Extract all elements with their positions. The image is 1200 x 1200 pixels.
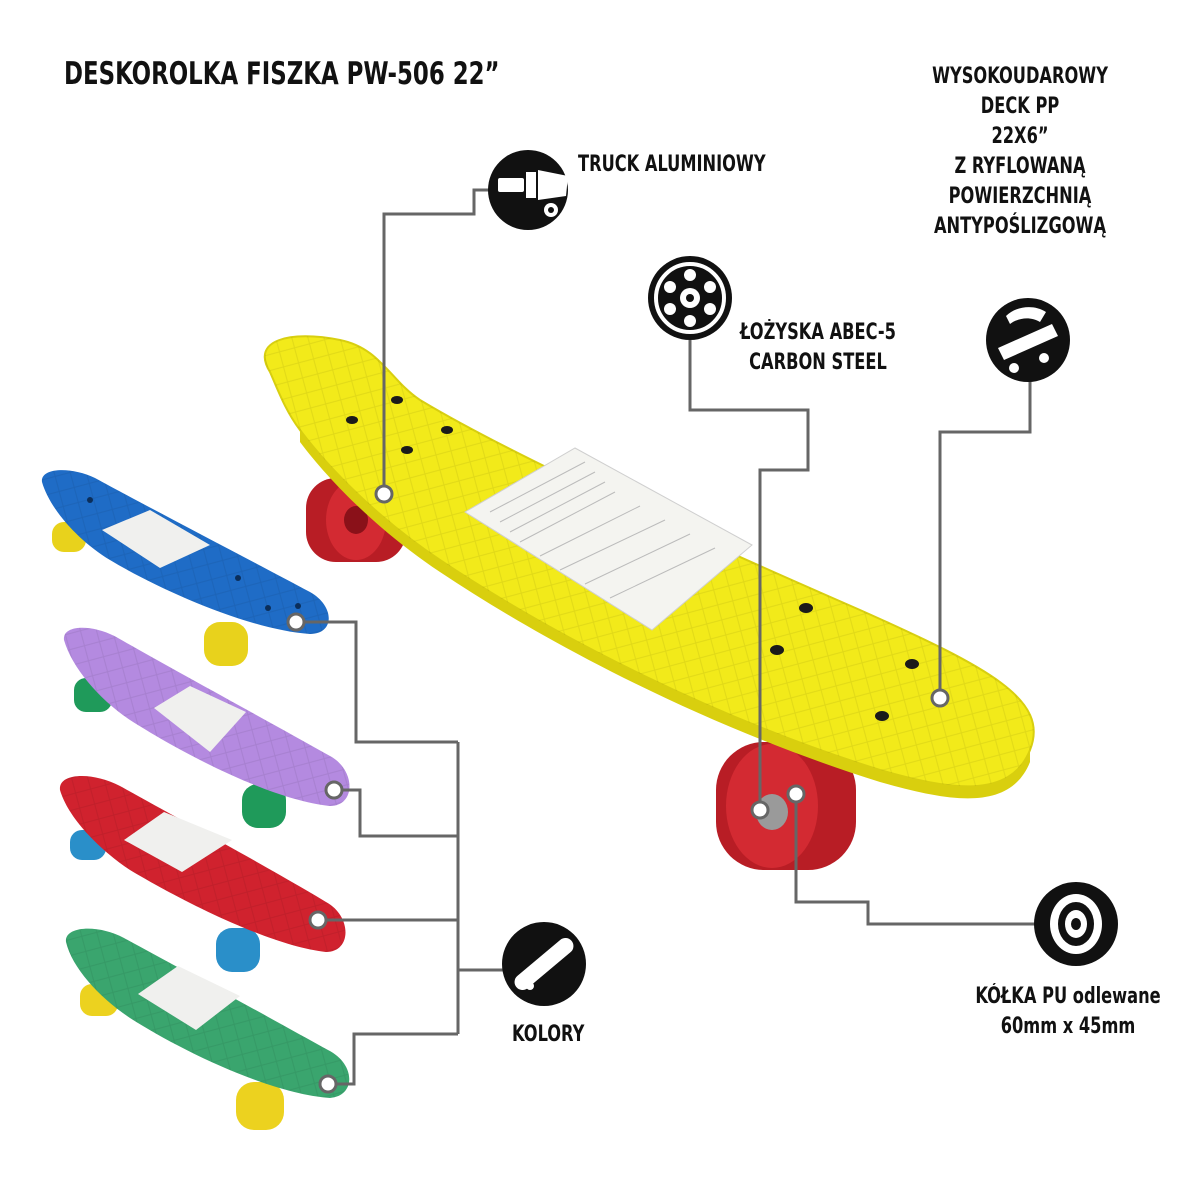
wheels-label-line: 60mm x 45mm [1000, 1014, 1136, 1039]
deck-icon [986, 298, 1070, 382]
bearings-label-line: ŁOŻYSKA ABEC-5 [740, 320, 896, 345]
truck-label: TRUCK ALUMINIOWY [578, 152, 766, 177]
deck-label-line: 22X6” [991, 124, 1049, 149]
deck-label: WYSOKOUDAROWY DECK PP 22X6” Z RYFLOWANĄ … [932, 62, 1108, 242]
main-skateboard [263, 335, 1035, 870]
variant-red [59, 775, 346, 972]
callout-lines [296, 188, 1038, 1086]
wheels-label-line: KÓŁKA PU odlewane [975, 984, 1161, 1009]
callout-dots [286, 484, 950, 1094]
product-title: DESKOROLKA FISZKA PW-506 22” [64, 56, 500, 92]
deck-label-line: Z RYFLOWANĄ [954, 154, 1086, 179]
colors-label: KOLORY [512, 1022, 585, 1047]
bearings-label-line: CARBON STEEL [749, 350, 887, 375]
variant-purple [63, 627, 350, 828]
deck-label-line: ANTYPOŚLIZGOWĄ [933, 214, 1107, 239]
deck-label-line: WYSOKOUDAROWY [932, 64, 1108, 89]
wheel-icon [1034, 882, 1118, 966]
bearings-label: ŁOŻYSKA ABEC-5 CARBON STEEL [740, 318, 896, 378]
skateboard-icon [502, 922, 586, 1006]
wheels-label: KÓŁKA PU odlewane 60mm x 45mm [961, 982, 1174, 1042]
main-deck [263, 335, 1035, 799]
deck-label-line: DECK PP [980, 94, 1060, 119]
variant-green [65, 928, 350, 1130]
truck-icon [488, 150, 568, 230]
bearing-icon [648, 256, 732, 340]
variant-blue [41, 470, 329, 666]
deck-label-line: POWIERZCHNIĄ [948, 184, 1092, 209]
